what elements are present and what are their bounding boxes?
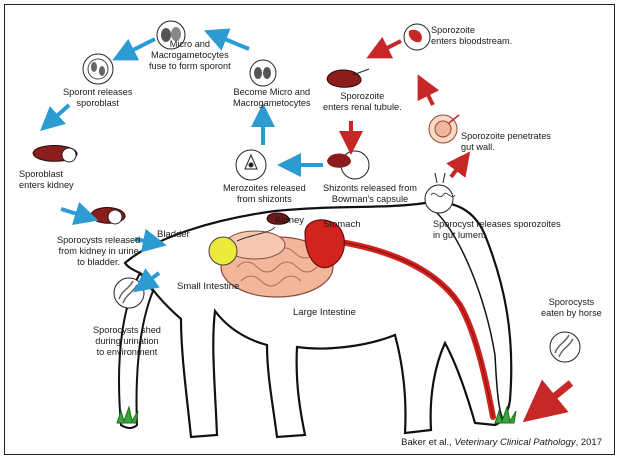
stage-icon-become-micro [250, 60, 276, 86]
stage-icon-bloodstream [404, 24, 430, 50]
citation: Baker et al., Veterinary Clinical Pathol… [401, 437, 602, 448]
stage-icon-sporoblast [33, 146, 77, 163]
stage-icon-merozoites [236, 150, 266, 180]
stage-icon-shizonts [327, 151, 369, 179]
arrow-red-4 [451, 161, 463, 177]
arrow-red-1 [377, 41, 401, 53]
organ-label-small-intestine: Small Intestine [177, 281, 239, 292]
organ-label-bladder: Bladder [157, 229, 190, 240]
organ-label-large-intestine: Large Intestine [293, 307, 356, 318]
stage-icon-sporocysts-shed [114, 278, 144, 308]
organ-label-stomach: Stomach [323, 219, 361, 230]
arrow-red-5 [539, 383, 571, 409]
bladder [209, 237, 237, 265]
stage-icon-sporocysts-released [91, 208, 125, 225]
stage-icon-sporozoite-renal [327, 69, 369, 87]
stage-icon-sporont [83, 54, 113, 84]
arrow-red-2 [423, 85, 433, 105]
stage-icon-gut-wall [429, 115, 459, 143]
arrow-blue-6 [61, 209, 87, 217]
stage-icon-sporocyst-lumen [425, 173, 455, 213]
organ-label-kidney: Kidney [275, 215, 304, 226]
stage-icon-sporocysts-eaten [550, 332, 580, 362]
